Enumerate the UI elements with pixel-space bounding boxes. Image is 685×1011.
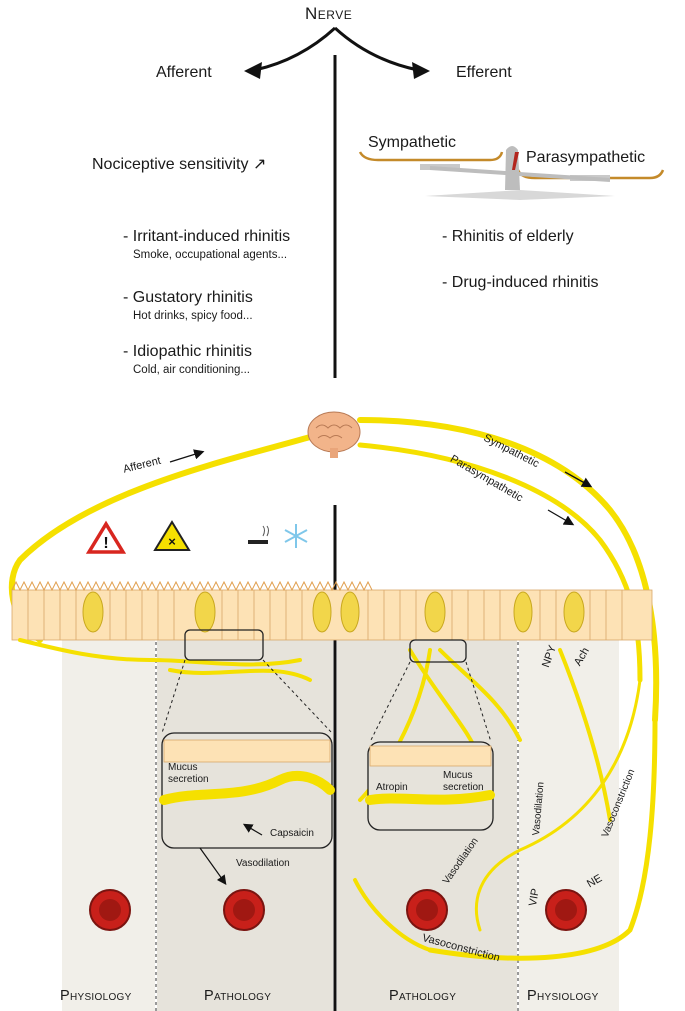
inset-left-epithelium [163, 739, 331, 763]
inset-left-arrow-capsaicin [242, 823, 263, 836]
inset-right-zoom-line-a [369, 661, 411, 743]
epithelium-layer [11, 580, 653, 641]
panel-label-pathology-right: Pathology [389, 988, 457, 1004]
inset-left-arrow-vasodilation [199, 847, 227, 885]
inset-left-capsaicin-label: Capsaicin [270, 828, 314, 839]
afferent-item-1: - Irritant-induced rhinitis [123, 228, 291, 245]
afferent-item-2: - Gustatory rhinitis [123, 289, 253, 306]
snowflake-icon [284, 524, 308, 548]
svg-text:!: ! [103, 535, 108, 552]
sympathetic-arrow [564, 471, 593, 488]
panel-label-pathology-left: Pathology [204, 988, 272, 1004]
efferent-item-1: - Rhinitis of elderly [442, 228, 574, 245]
efferent-heading: Efferent [456, 64, 512, 81]
afferent-item-3-detail: Cold, air conditioning... [133, 364, 250, 376]
inset-right-atropin-label: Atropin [376, 782, 408, 793]
balance-sympathetic-label: Sympathetic [368, 134, 457, 151]
left-arrowhead [244, 62, 262, 79]
nociceptive-sensitivity: Nociceptive sensitivity ↗ [92, 156, 267, 173]
inset-right-mucus-label: Mucus secretion [443, 770, 484, 793]
warning-icon: ! [85, 520, 127, 554]
inset-right-zoom-line-b [465, 661, 492, 743]
blood-vessels [89, 889, 587, 931]
afferent-item-2-detail: Hot drinks, spicy food... [133, 310, 253, 322]
irritant-hazard-icon: × [153, 520, 191, 551]
cigarette-icon [248, 525, 269, 544]
balance-scale-icon [358, 146, 665, 200]
balance-parasympathetic-label: Parasympathetic [526, 149, 646, 166]
inset-left-zoom-line-b [262, 659, 333, 734]
panel-label-physiology-left: Physiology [60, 988, 132, 1004]
inset-right-source-box [409, 639, 467, 663]
inset-left-nerve [159, 770, 335, 805]
afferent-arrow [169, 449, 205, 463]
panel-label-physiology-right: Physiology [527, 988, 599, 1004]
brain-icon [307, 411, 361, 458]
panel-physiology-left-bg [62, 640, 155, 1011]
afferent-item-1-detail: Smoke, occupational agents... [133, 249, 288, 261]
inset-left-source-box [184, 629, 264, 661]
svg-text:×: × [168, 534, 176, 549]
parasympathetic-arrow [547, 509, 575, 526]
inset-right-epithelium [369, 745, 492, 767]
inset-left-zoom-line-a [161, 659, 186, 734]
nerve-branch-arrows [254, 26, 419, 72]
inset-left-vasodilation-label: Vasodilation [236, 858, 290, 869]
inset-right-nerve [365, 790, 495, 805]
afferent-item-3: - Idiopathic rhinitis [123, 343, 252, 360]
nerve-title: Nerve [305, 4, 353, 23]
efferent-item-2: - Drug-induced rhinitis [442, 274, 599, 291]
right-arrowhead [412, 62, 430, 79]
afferent-heading: Afferent [156, 64, 212, 81]
inset-left-mucus-label: Mucus secretion [168, 762, 209, 785]
